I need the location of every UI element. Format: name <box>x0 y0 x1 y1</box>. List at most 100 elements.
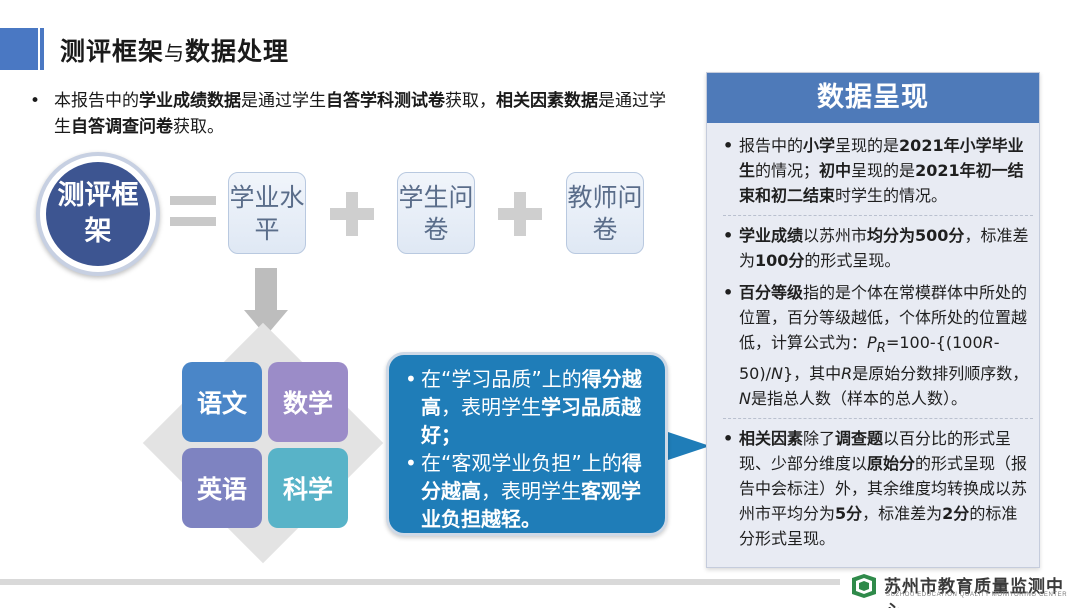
bullet-dot: • <box>723 136 734 155</box>
intro-bold: 自答学科测试卷 <box>326 91 445 111</box>
data-presentation-panel: 数据呈现 •报告中的小学呈现的是2021年小学毕业生的情况；初中呈现的是2021… <box>706 72 1040 568</box>
plus-icon <box>498 192 542 236</box>
panel-header: 数据呈现 <box>707 73 1039 123</box>
panel-bold: 均分为500分 <box>867 226 965 245</box>
panel-bold: 初中 <box>819 161 852 180</box>
panel-body: •报告中的小学呈现的是2021年小学毕业生的情况；初中呈现的是2021年初一结束… <box>723 133 1033 558</box>
panel-item-4: •相关因素除了调查题以百分比的形式呈现、少部分维度以原始分的形式呈现（报告中会标… <box>723 426 1033 551</box>
intro-bold: 学业成绩数据 <box>139 91 241 111</box>
panel-bold: 学业成绩 <box>739 226 804 245</box>
panel-item-3: • 百分等级指的是个体在常模群体中所处的位置，百分等级越低，个体所处的位置越低，计… <box>723 280 1033 411</box>
panel-bold: 原始分 <box>867 454 916 474</box>
panel-text: }，其中 <box>782 364 842 384</box>
equals-sign <box>170 196 216 238</box>
panel-text: 除了 <box>803 429 836 449</box>
callout-text: ，表明学生 <box>441 395 541 419</box>
callout-text: 在“学习品质”上的 <box>421 367 582 391</box>
panel-text: 以百分比的形式呈现、少部分维度以 <box>739 429 1012 474</box>
bullet-dot: • <box>30 91 41 111</box>
subject-diamond-background <box>142 322 384 564</box>
panel-text: 是指总人数（样本的总人数）。 <box>750 389 967 409</box>
subject-chinese: 语文 <box>182 362 262 442</box>
intro-paragraph: • 本报告中的学业成绩数据是通过学生自答学科测试卷获取，相关因素数据是通过学生自… <box>30 88 670 140</box>
panel-bold: 2分 <box>942 504 970 524</box>
callout-pointer <box>662 430 710 462</box>
bullet-dot: • <box>723 226 734 245</box>
callout-bold: 学习品质越好； <box>421 395 641 447</box>
panel-bold: 百分等级 <box>739 283 804 302</box>
panel-divider <box>723 418 1033 420</box>
formula-symbol: R <box>982 333 994 352</box>
panel-text: 报告中的 <box>739 136 804 155</box>
formula-subscript: R <box>876 341 886 357</box>
panel-text: 呈现的是 <box>835 136 900 155</box>
callout-bold: 得分越高 <box>421 451 642 503</box>
org-name-en: SUZHOU EDUCATION QUALITY MONITORING CENT… <box>886 592 1068 598</box>
panel-text: 时学生的情况。 <box>835 186 948 205</box>
panel-text: 指的是个体在常模群体中所处的位置，百分等级越低，个体所处的位置越低，计算公式为： <box>739 283 1028 352</box>
bullet-dot: • <box>405 367 417 391</box>
panel-bold: 2021年小学毕业生 <box>739 136 1024 180</box>
panel-text: 呈现的是 <box>851 161 916 180</box>
panel-bold: 调查题 <box>835 429 884 449</box>
intro-text: 获取， <box>445 91 496 111</box>
org-name: 苏州市教育质量监测中心 <box>884 577 1064 608</box>
callout-bold: 得分越高 <box>421 367 642 419</box>
panel-divider <box>723 215 1033 216</box>
panel-bold: 2021年初一结束和初二结束 <box>739 161 1024 205</box>
subject-science: 科学 <box>268 448 348 528</box>
title-part-1: 测评框架 <box>60 37 165 66</box>
plus-icon <box>330 192 374 236</box>
formula-symbol: R <box>841 364 853 384</box>
callout-bold: 客观学业负担越轻。 <box>421 479 641 531</box>
bullet-dot: • <box>723 429 734 449</box>
title-part-3: 数据处理 <box>185 37 290 66</box>
box-teacher-questionnaire: 教师问卷 <box>566 172 644 254</box>
framework-circle: 测评框架 <box>36 152 160 276</box>
panel-bold: 相关因素 <box>739 429 804 449</box>
intro-text: 是通过学生 <box>54 91 666 137</box>
subject-math: 数学 <box>268 362 348 442</box>
panel-item-1: •报告中的小学呈现的是2021年小学毕业生的情况；初中呈现的是2021年初一结束… <box>723 133 1033 208</box>
formula-text: -50)/ <box>739 333 1000 384</box>
framework-circle-label: 测评框架 <box>46 162 150 266</box>
bullet-dot: • <box>405 451 417 475</box>
org-logo-icon <box>852 574 876 598</box>
page-title: 测评框架与数据处理 <box>60 32 289 68</box>
intro-text: 本报告中的 <box>54 91 139 111</box>
intro-text: 获取。 <box>173 117 224 137</box>
panel-text: 的情况； <box>755 161 820 180</box>
panel-text: ，标准差为 <box>739 226 1029 270</box>
intro-bold: 自答调查问卷 <box>71 117 173 137</box>
panel-text: ，标准差为 <box>862 504 943 524</box>
bullet-dot: • <box>723 283 734 302</box>
box-academic-level: 学业水平 <box>228 172 306 254</box>
panel-bold: 小学 <box>803 136 836 155</box>
panel-text: 的形式呈现（报告中会标注）外，其余维度均转换成以苏州市平均分为 <box>739 454 1028 524</box>
title-accent-line <box>40 28 44 70</box>
panel-text: 的形式呈现。 <box>804 251 901 270</box>
formula-symbol: P <box>867 333 877 352</box>
formula-text: =100-{(100 <box>885 333 983 352</box>
callout-text: 在“客观学业负担”上的 <box>421 451 622 475</box>
footer-line <box>0 579 840 585</box>
panel-bold: 100分 <box>755 251 805 270</box>
panel-text: 的标准分形式呈现。 <box>739 504 1018 549</box>
title-part-2: 与 <box>164 41 186 65</box>
callout-point-1: •在“学习品质”上的得分越高，表明学生学习品质越好； <box>405 365 651 449</box>
panel-bold: 5分 <box>835 504 863 524</box>
callout-box: •在“学习品质”上的得分越高，表明学生学习品质越好； •在“客观学业负担”上的得… <box>386 352 668 536</box>
callout-point-2: •在“客观学业负担”上的得分越高，表明学生客观学业负担越轻。 <box>405 449 651 533</box>
panel-text: 以苏州市 <box>803 226 868 245</box>
intro-text: 是通过学生 <box>241 91 326 111</box>
panel-item-2: • 学业成绩以苏州市均分为500分，标准差为100分的形式呈现。 <box>723 223 1033 273</box>
subject-english: 英语 <box>182 448 262 528</box>
intro-bold: 相关因素数据 <box>496 91 598 111</box>
box-student-questionnaire: 学生问卷 <box>397 172 475 254</box>
formula-symbol: N <box>771 364 783 384</box>
down-arrow-icon <box>255 268 277 312</box>
callout-text: ，表明学生 <box>481 479 581 503</box>
formula-symbol: N <box>739 389 751 409</box>
panel-text: 是原始分数排列顺序数， <box>852 364 1029 384</box>
title-accent-bar <box>0 28 38 70</box>
